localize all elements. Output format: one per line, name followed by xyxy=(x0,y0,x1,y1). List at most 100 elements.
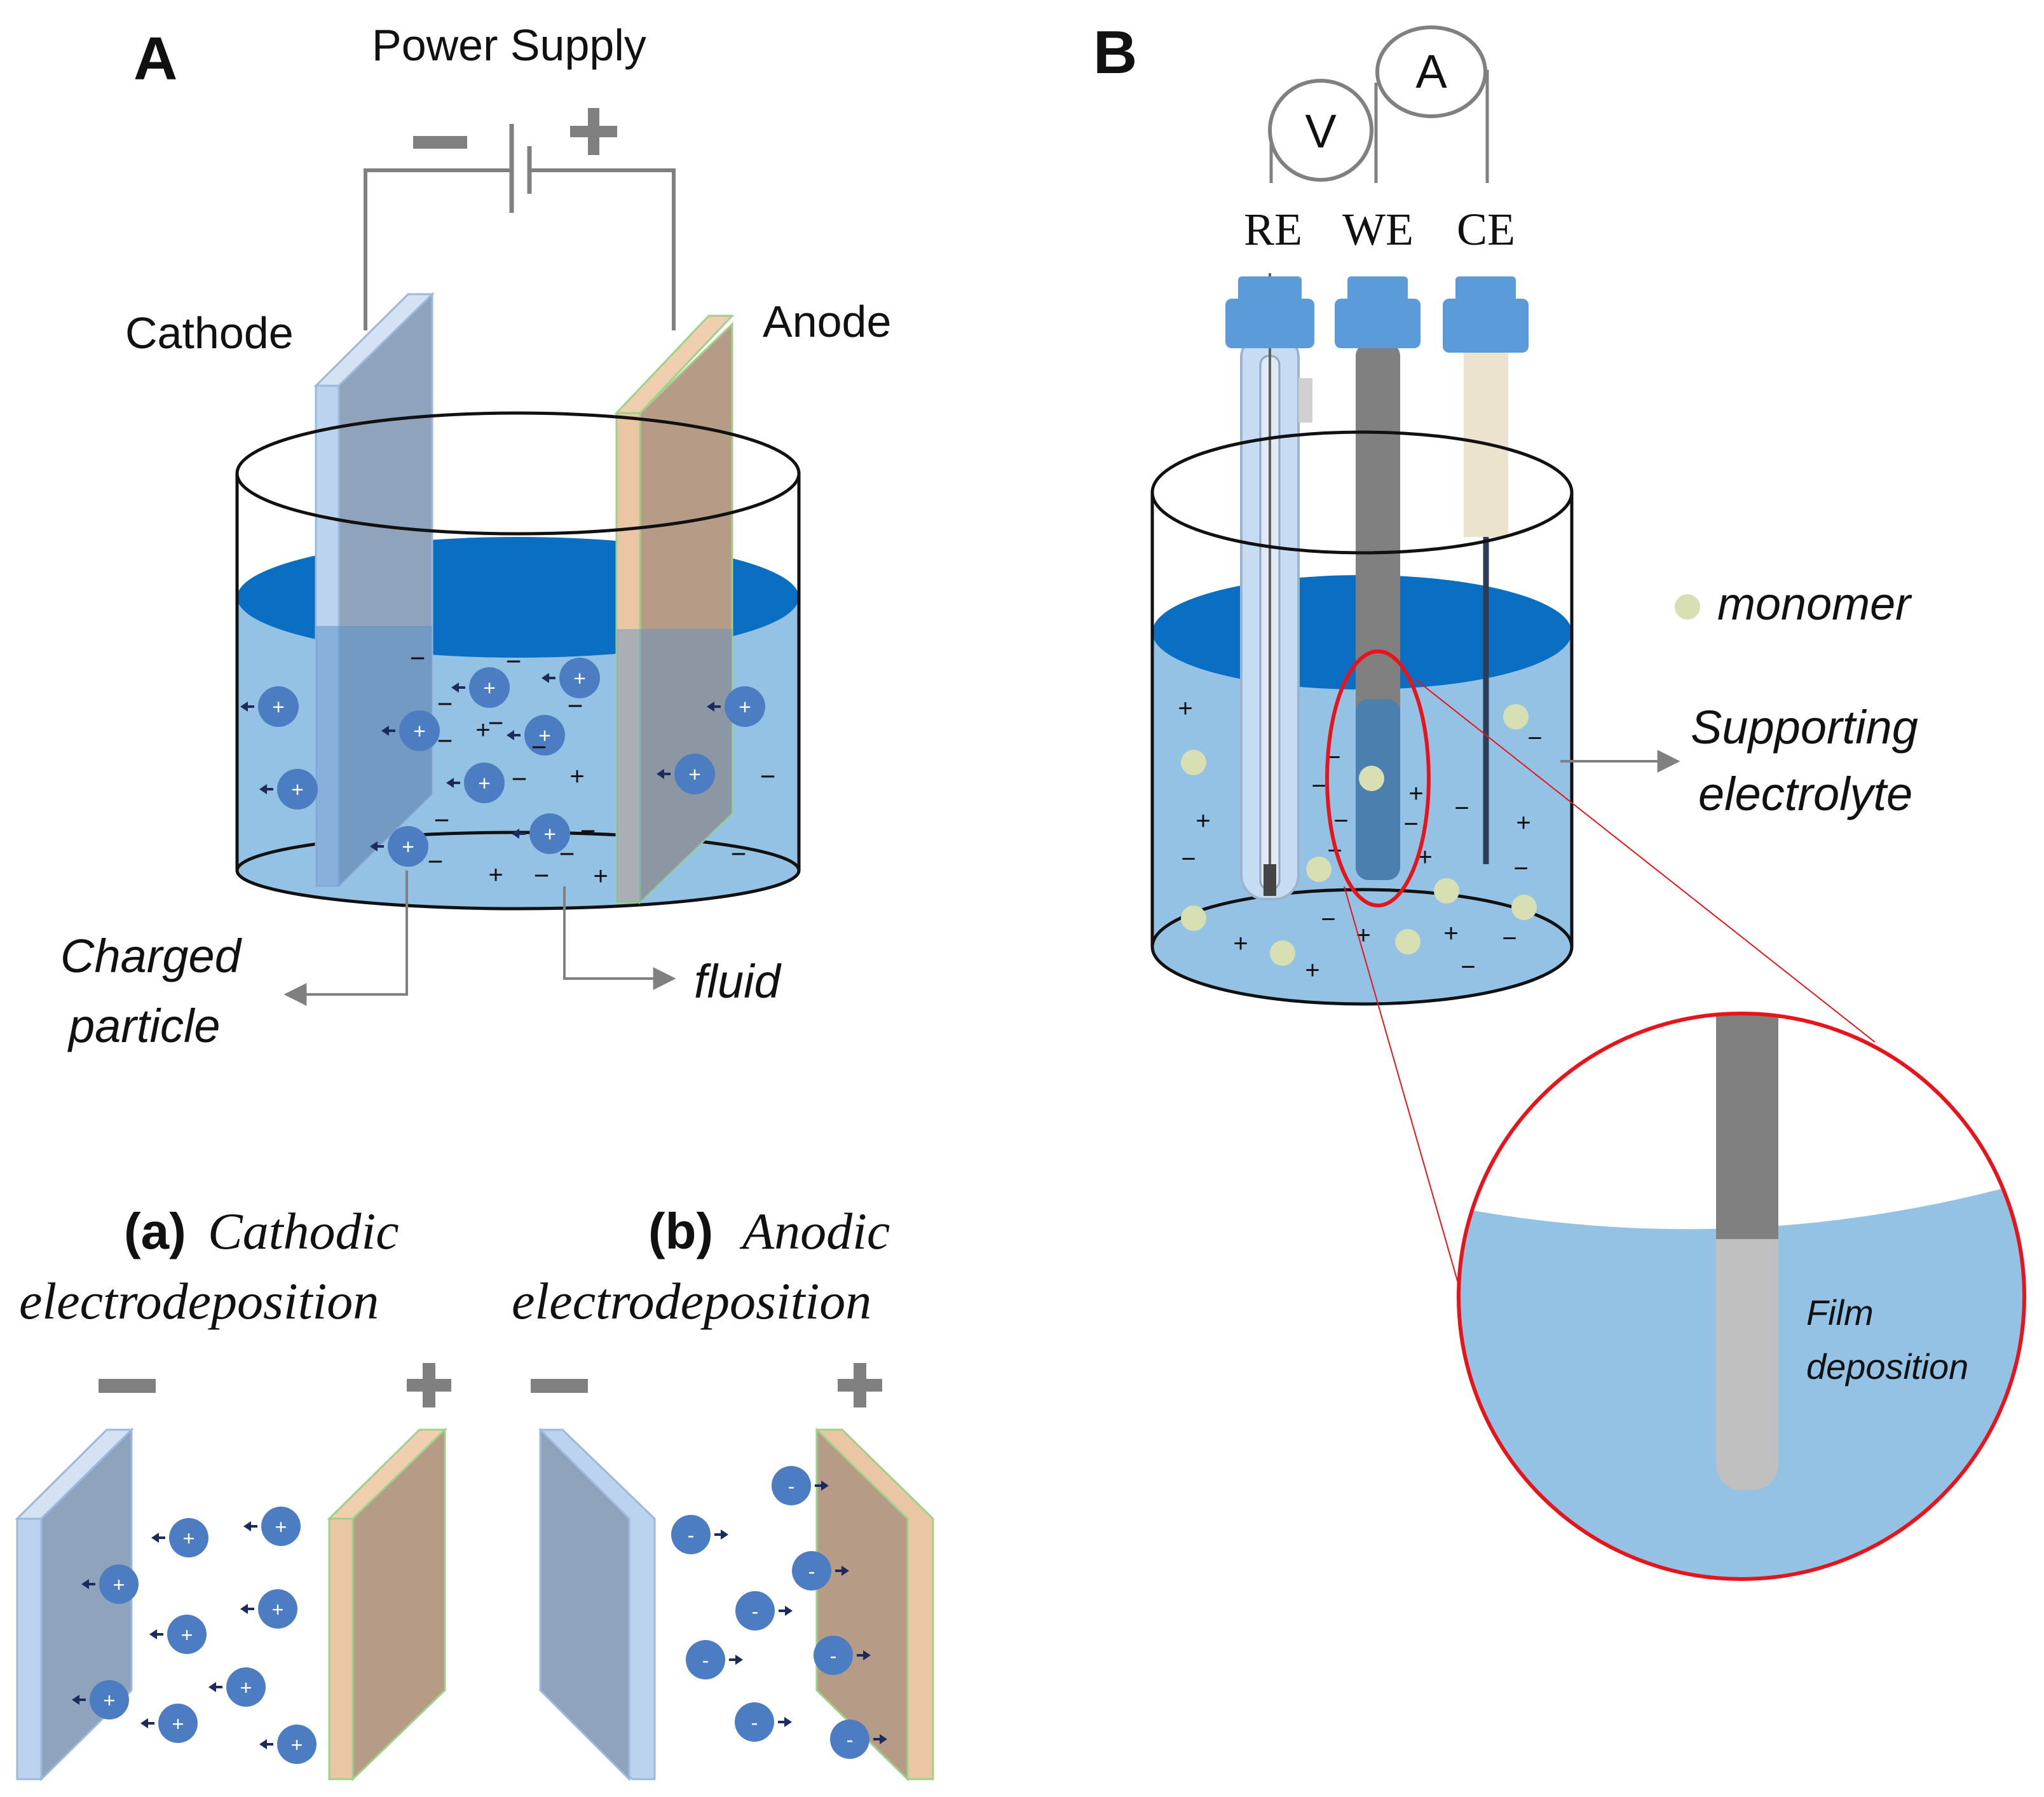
panel-b-monomers xyxy=(1181,704,1537,966)
particle-charge-symbol: + xyxy=(413,720,426,743)
voltmeter xyxy=(1268,79,1373,182)
we-cap xyxy=(1335,299,1421,348)
particle-ball xyxy=(261,1507,301,1546)
sub-b-plus-icon xyxy=(838,1363,882,1407)
particle-charge-symbol: + xyxy=(402,836,414,859)
anion-particle: - xyxy=(686,1640,743,1679)
particle-charge-symbol: - xyxy=(830,1644,837,1667)
anion-particle: - xyxy=(772,1466,829,1505)
anion-sign: − xyxy=(428,846,444,876)
cation-sign: + xyxy=(593,862,608,890)
anion-sign: − xyxy=(568,691,583,721)
ce-cap xyxy=(1443,299,1529,353)
anion-particle: - xyxy=(735,1702,792,1742)
anion-particle: - xyxy=(792,1551,849,1590)
sub-panel-b: (b) Anodic electrodeposition -------- xyxy=(512,1202,934,1782)
particle-ball xyxy=(158,1704,198,1743)
motion-arrow-head xyxy=(841,1566,849,1576)
particle-ball xyxy=(277,769,318,810)
motion-arrow-head xyxy=(240,1604,248,1614)
ce-label: CE xyxy=(1457,204,1515,255)
particle-charge-symbol: - xyxy=(752,1600,759,1623)
charged-particle: + xyxy=(240,686,299,727)
anion-sign: − xyxy=(1502,925,1516,953)
cation-sign: + xyxy=(1196,807,1210,835)
anion-sign: − xyxy=(1181,845,1196,873)
anion-sign: − xyxy=(760,761,776,791)
particle-charge-symbol: + xyxy=(483,677,496,700)
we-label: WE xyxy=(1342,204,1414,255)
supporting-electrolyte-label-2: electrolyte xyxy=(1698,768,1912,820)
monomer-molecule xyxy=(1511,895,1537,920)
motion-arrow-head xyxy=(451,682,459,693)
sub-a-title-1: Cathodic xyxy=(208,1202,399,1260)
motion-arrow-head xyxy=(880,1734,887,1744)
particle-charge-symbol: + xyxy=(290,1733,303,1756)
fluid-callout xyxy=(563,886,676,990)
anode-plate xyxy=(614,315,735,905)
motion-arrow-head xyxy=(381,726,389,736)
particle-ball xyxy=(167,1615,207,1654)
zoom-line-left xyxy=(1344,886,1462,1297)
particle-ball xyxy=(529,813,570,854)
re-label: RE xyxy=(1244,204,1302,255)
sub-panel-a: (a) Cathodic electrodeposition +++++++++ xyxy=(15,1202,451,1782)
anion-particle: - xyxy=(814,1636,871,1675)
particle-charge-symbol: + xyxy=(103,1689,115,1712)
motion-arrow-head xyxy=(821,1481,829,1491)
anion-sign: − xyxy=(506,646,522,676)
anion-sign: − xyxy=(1403,810,1418,838)
particle-charge-symbol: + xyxy=(538,724,551,748)
anion-particle: - xyxy=(830,1719,887,1759)
beaker-b-outline xyxy=(1150,430,1574,947)
charged-particle: + xyxy=(657,754,715,794)
we-cap-top xyxy=(1347,276,1408,305)
anode-label: Anode xyxy=(763,297,891,346)
particle-charge-symbol: - xyxy=(688,1524,695,1547)
sub-b-cathode xyxy=(539,1427,656,1782)
sub-b-tag: (b) xyxy=(648,1203,713,1259)
cation-particle: + xyxy=(81,1564,139,1604)
charged-particle-label-2: particle xyxy=(67,1000,221,1052)
particle-ball xyxy=(686,1640,725,1679)
anion-sign: − xyxy=(1321,905,1335,933)
panel-b-ions: +++++++++−−−−−−−−−−−− xyxy=(1178,695,1542,984)
anion-sign: − xyxy=(437,689,453,719)
motion-arrow-head xyxy=(151,1533,159,1543)
monomer-molecule xyxy=(1270,940,1295,966)
panel-a-label: A xyxy=(133,25,177,93)
charged-particle: + xyxy=(507,715,565,756)
reference-electrode xyxy=(1240,273,1312,900)
zoom-film-deposit xyxy=(1716,1239,1778,1490)
motion-arrow-head xyxy=(81,1579,89,1589)
anion-sign: − xyxy=(437,726,453,756)
monomer-legend-dot xyxy=(1675,594,1700,620)
anion-sign: − xyxy=(512,764,528,794)
sub-a-minus-icon xyxy=(99,1379,156,1393)
motion-arrow-head xyxy=(735,1655,743,1665)
sub-b-particles: - - - - - - - - xyxy=(671,1466,887,1759)
particle-ball xyxy=(735,1702,774,1742)
particle-charge-symbol: + xyxy=(272,696,285,719)
charged-particle: + xyxy=(381,710,440,751)
cation-particle: + xyxy=(259,1725,317,1764)
particle-ball xyxy=(469,667,510,708)
sub-a-anode xyxy=(327,1427,447,1782)
sub-a-cathode xyxy=(15,1427,134,1782)
panel-a-particles: +++++++++++ xyxy=(240,658,765,867)
particle-charge-symbol: - xyxy=(702,1649,709,1672)
particle-ball xyxy=(90,1680,129,1719)
anion-sign: − xyxy=(731,839,747,869)
panel-a-ions: ++++−−−−−−−−−−−−−−− xyxy=(410,643,776,890)
particle-ball xyxy=(99,1564,139,1604)
particle-charge-symbol: - xyxy=(808,1560,815,1583)
motion-arrow-head xyxy=(446,778,454,788)
anion-particle: - xyxy=(671,1515,728,1554)
charged-particle: + xyxy=(446,763,505,803)
particle-ball xyxy=(671,1515,711,1554)
particle-charge-symbol: - xyxy=(751,1711,758,1734)
film-label-2: deposition xyxy=(1806,1346,1968,1387)
sub-b-minus-icon xyxy=(531,1379,588,1393)
particle-charge-symbol: - xyxy=(847,1728,854,1751)
